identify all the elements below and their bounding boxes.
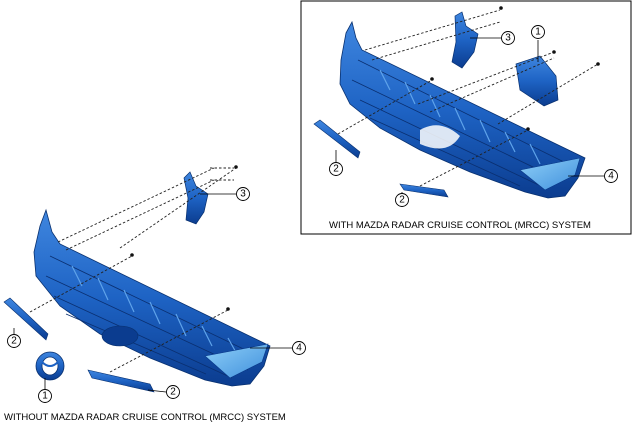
callout-2b-without: 2 (166, 385, 180, 399)
callout-3-without: 3 (236, 187, 250, 201)
callout-4-with: 4 (604, 169, 618, 183)
callout-4-without: 4 (292, 341, 306, 355)
callout-2a-without: 2 (7, 334, 21, 348)
radar-cover-with-mrcc (515, 55, 559, 107)
caption-with-mrcc: WITH MAZDA RADAR CRUISE CONTROL (MRCC) S… (329, 220, 591, 231)
callout-4-with-text: 4 (608, 171, 614, 182)
callout-3-with-text: 3 (505, 33, 511, 44)
callout-2a-without-text: 2 (11, 336, 17, 347)
callout-2b-with-text: 2 (399, 195, 405, 206)
grille-carrier-with-mrcc (339, 20, 586, 199)
callout-2b-without-text: 2 (170, 387, 176, 398)
without-mrcc-panel: 3 2 1 2 4 WITHOUT MAZDA RADAR CRUISE CON… (3, 165, 306, 423)
emblem-without-mrcc (35, 351, 65, 381)
callout-1-without-text: 1 (42, 391, 48, 402)
molding-lower-without (87, 369, 155, 393)
callout-1-with: 1 (531, 25, 545, 39)
callout-3-without-text: 3 (240, 189, 246, 200)
callout-3-with: 3 (501, 31, 515, 45)
callout-2a-with: 2 (329, 162, 343, 176)
bracket-with-mrcc (451, 11, 479, 69)
molding-lower-with (399, 183, 449, 198)
callout-4-without-text: 4 (296, 343, 302, 354)
callout-2a-with-text: 2 (333, 164, 339, 175)
grille-carrier-without-mrcc (33, 208, 271, 387)
caption-without-mrcc: WITHOUT MAZDA RADAR CRUISE CONTROL (MRCC… (4, 412, 286, 423)
with-mrcc-panel: 3 1 2 2 4 WITH MAZDA RADAR CRUISE CONTRO… (300, 0, 632, 235)
callout-1-without: 1 (38, 389, 52, 403)
callout-1-with-text: 1 (535, 27, 541, 38)
bracket-without-mrcc (183, 171, 209, 225)
molding-upper-with (313, 119, 361, 159)
callout-2b-with: 2 (395, 193, 409, 207)
molding-upper-without (3, 297, 49, 341)
